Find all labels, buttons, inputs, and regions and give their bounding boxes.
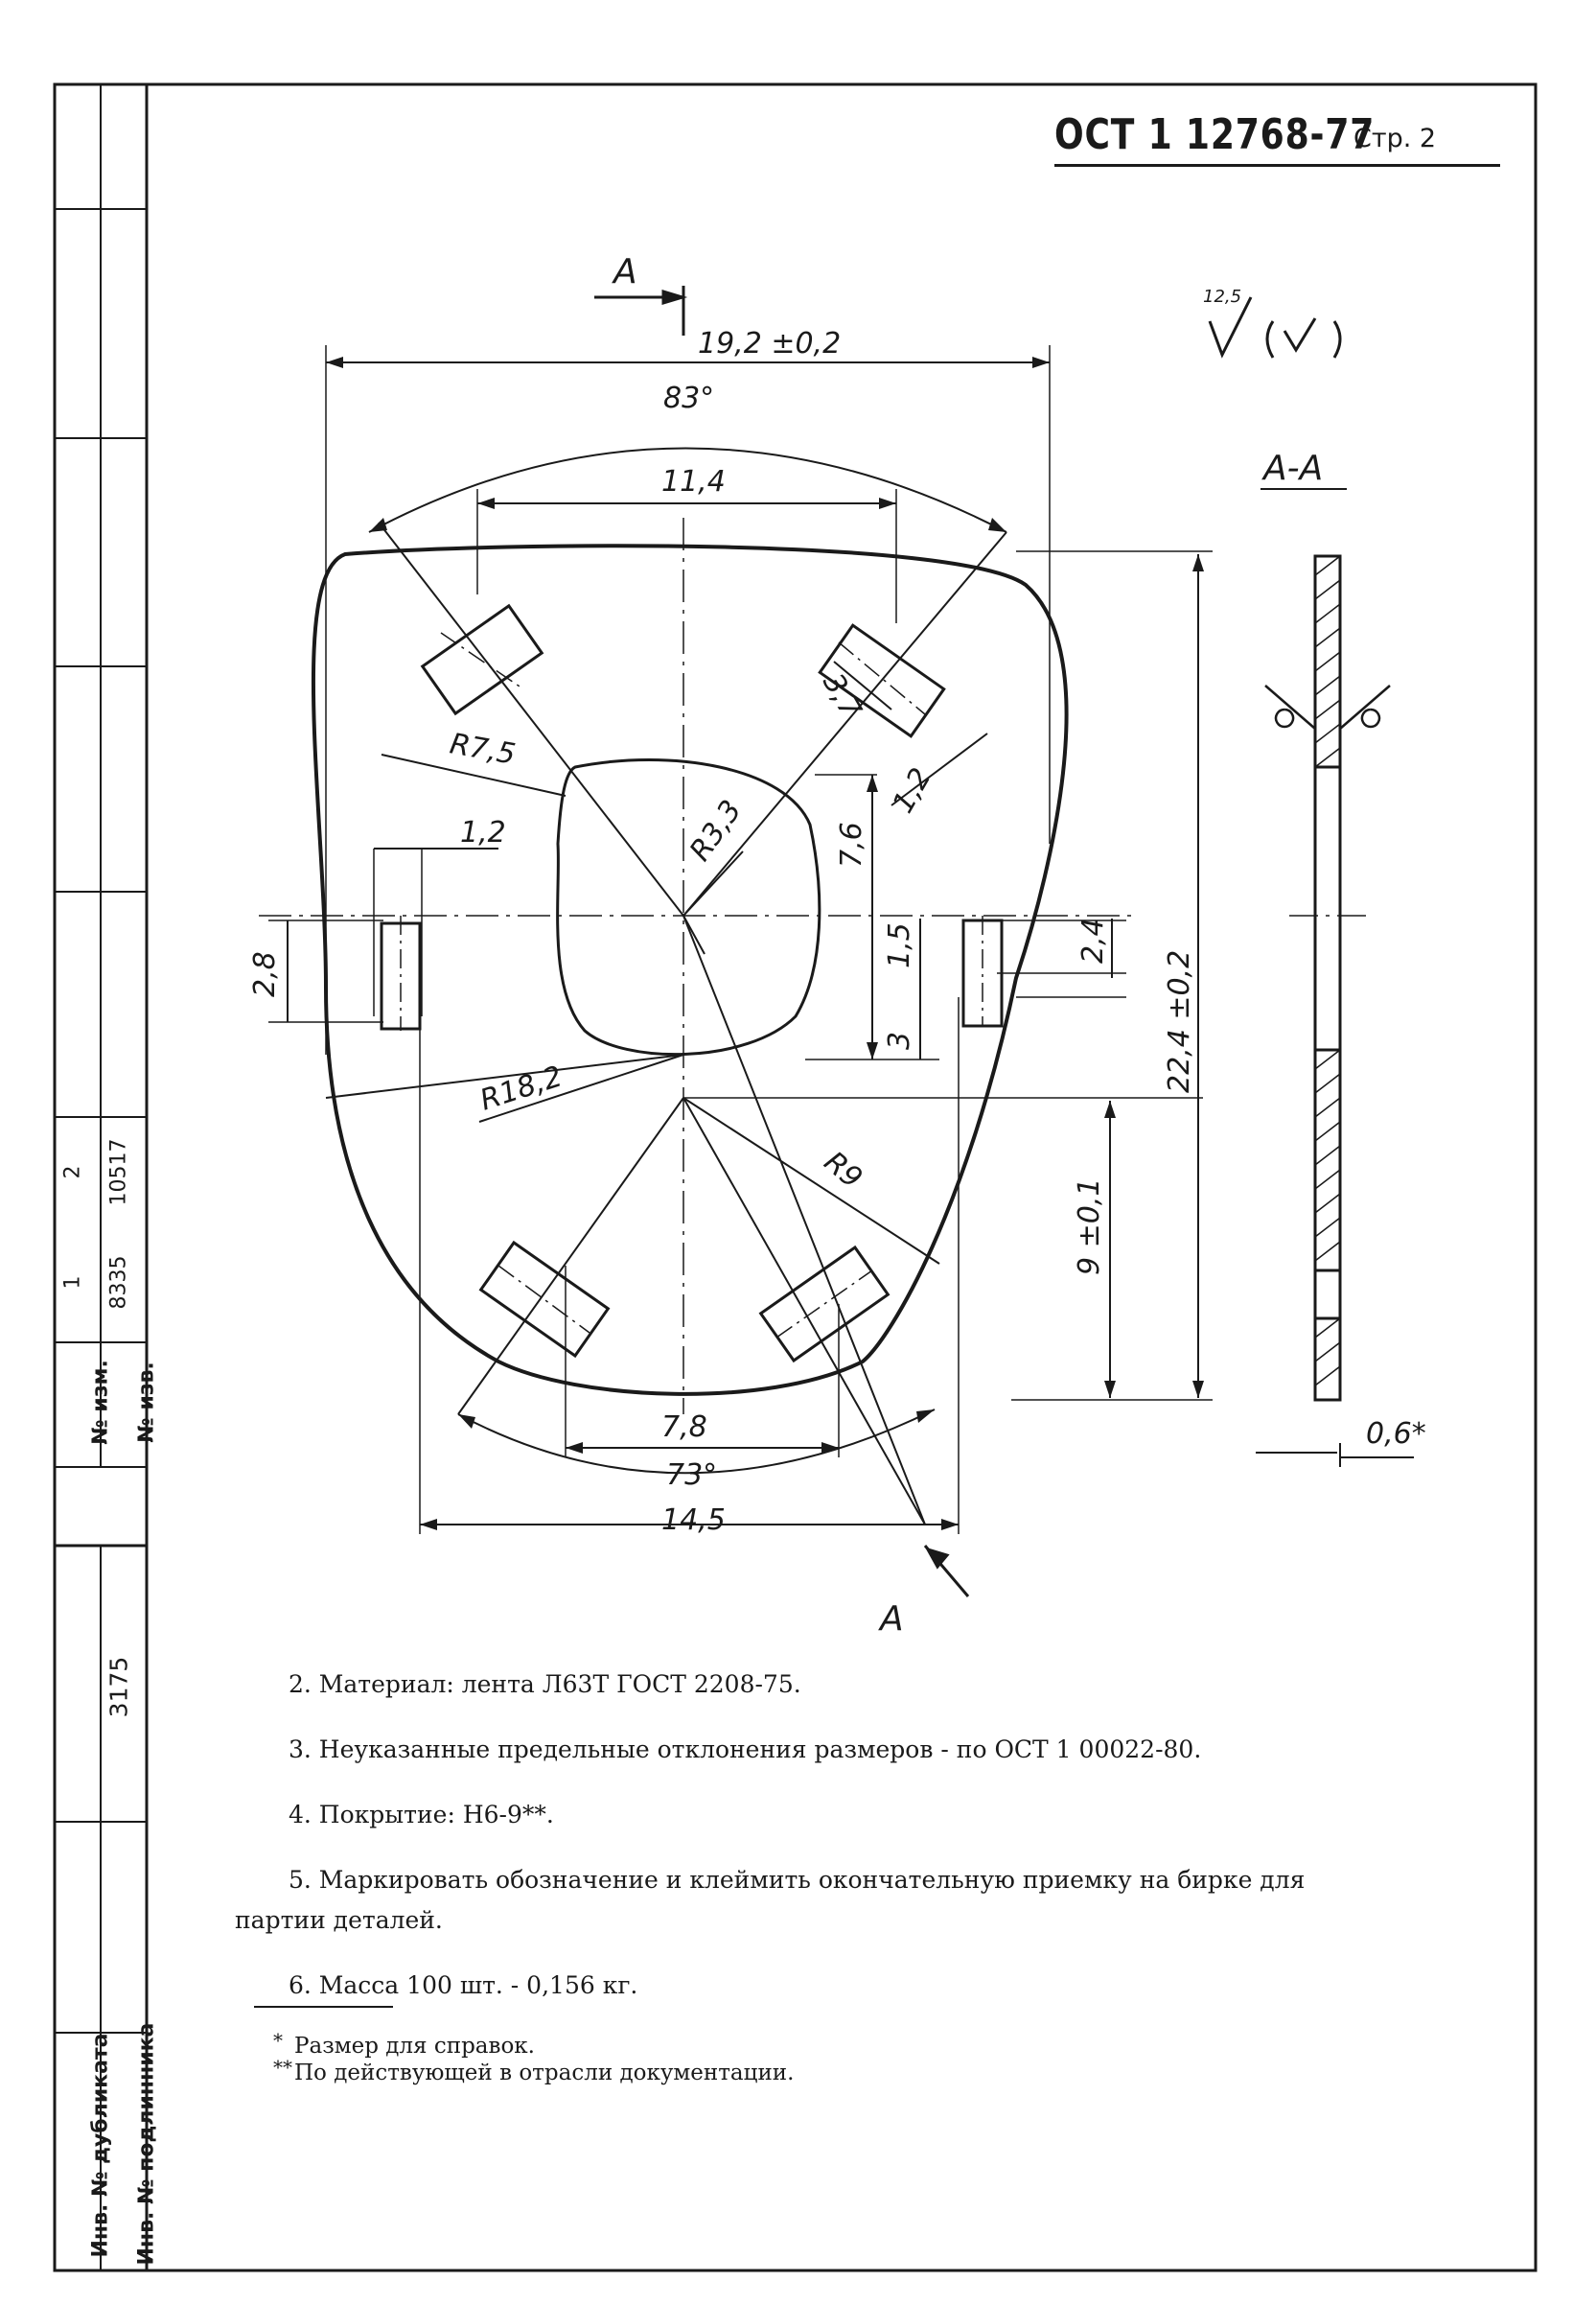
dim-lower-offset: 3	[883, 1032, 916, 1050]
dim-center-offset: 1,5	[883, 922, 916, 968]
stamp-izv-label: № изв.	[134, 1362, 159, 1443]
alpha-marks	[1264, 685, 1391, 730]
construction-lines	[325, 522, 1007, 1525]
footnote-2: ** По действующей в отрасли документации…	[273, 2056, 795, 2086]
dim-left-slot-width: 1,2	[460, 816, 506, 850]
dimension-texts: 19,2 ±0,2 83° 11,4 3,7 1,2 R7,5 1,2 R3,3…	[248, 252, 1426, 1639]
section-mark-bottom: А	[878, 1599, 904, 1639]
sheet-frame	[53, 82, 1538, 2272]
footnotes: * Размер для справок. ** По действующей …	[254, 2006, 794, 2086]
dim-outer-radius-upper: R7,5	[448, 727, 519, 771]
roughness-sign	[1208, 296, 1342, 359]
dim-right-slot-width: 1,2	[887, 762, 938, 819]
section-hatching	[1314, 555, 1341, 1386]
stamp-izm-label: № изм.	[88, 1360, 113, 1445]
section-label: А-А	[1261, 449, 1323, 488]
slots	[380, 603, 1004, 1363]
dim-bottom-angle: 73°	[666, 1458, 717, 1492]
dim-slot-radius: R9	[818, 1145, 868, 1195]
note-5: 5. Маркировать обозначение и клеймить ок…	[289, 1866, 1306, 1894]
doc-header: ОСТ 1 12768-77 Стр. 2	[1054, 110, 1500, 167]
dim-left-slot-height: 2,8	[248, 951, 282, 997]
stamp-izv-2: 10517	[106, 1138, 131, 1206]
roughness-value: 12,5	[1203, 287, 1241, 307]
stamp-dubl-label: Инв. № дубликата	[88, 2033, 113, 2258]
doc-code: ОСТ 1 12768-77	[1054, 110, 1376, 159]
note-6: 6. Масса 100 шт. - 0,156 кг.	[289, 1971, 638, 1999]
dim-bottom-slot-span: 7,8	[661, 1410, 707, 1444]
dim-overall-height: 22,4 ±0,2	[1163, 950, 1196, 1093]
dim-overall-width: 19,2 ±0,2	[698, 327, 841, 361]
footnote-2-text: По действующей в отрасли документации.	[294, 2061, 795, 2085]
section-cut-bottom	[923, 1545, 970, 1597]
arrowheads	[326, 357, 1204, 1530]
footnote-1: * Размер для справок.	[273, 2029, 794, 2060]
stamp-izm-2: 2	[60, 1165, 85, 1179]
note-5-continued: партии деталей.	[235, 1906, 443, 1934]
page-label: Стр. 2	[1353, 124, 1437, 153]
center-hole	[556, 758, 821, 1057]
footnote-separator	[254, 2006, 393, 2008]
dim-bottom-width: 14,5	[661, 1503, 726, 1537]
note-2: 2. Материал: лента Л63Т ГОСТ 2208-75.	[289, 1670, 801, 1698]
stamp-izv-1: 8335	[106, 1255, 131, 1310]
stamp-podl-label: Инв. № подлинника	[134, 2022, 159, 2266]
section-mark-top: А	[612, 252, 637, 291]
note-4: 4. Покрытие: Н6-9**.	[289, 1801, 554, 1828]
footnote-1-mark: *	[273, 2029, 283, 2052]
dimension-lines	[287, 361, 1199, 1525]
dim-top-slot-span: 11,4	[661, 465, 726, 499]
stamp-izm-1: 1	[60, 1275, 85, 1290]
header-rule	[1054, 164, 1500, 167]
footnote-1-text: Размер для справок.	[294, 2034, 535, 2059]
section-cut-top	[594, 286, 688, 336]
section-view	[1313, 554, 1342, 1402]
dim-center-height: 7,6	[835, 822, 868, 868]
dim-thickness: 0,6*	[1366, 1417, 1426, 1451]
center-lines	[259, 518, 1131, 1414]
footnote-2-mark: **	[273, 2056, 292, 2079]
stamp-inv-number: 3175	[104, 1656, 133, 1718]
dim-right-slot-height: 2,4	[1076, 918, 1110, 964]
note-3: 3. Неуказанные предельные отклонения раз…	[289, 1735, 1202, 1763]
dim-lower-height: 9 ±0,1	[1073, 1178, 1106, 1275]
technical-notes: 2. Материал: лента Л63Т ГОСТ 2208-75. 3.…	[235, 1668, 1443, 2035]
dim-top-angle: 83°	[663, 382, 714, 415]
